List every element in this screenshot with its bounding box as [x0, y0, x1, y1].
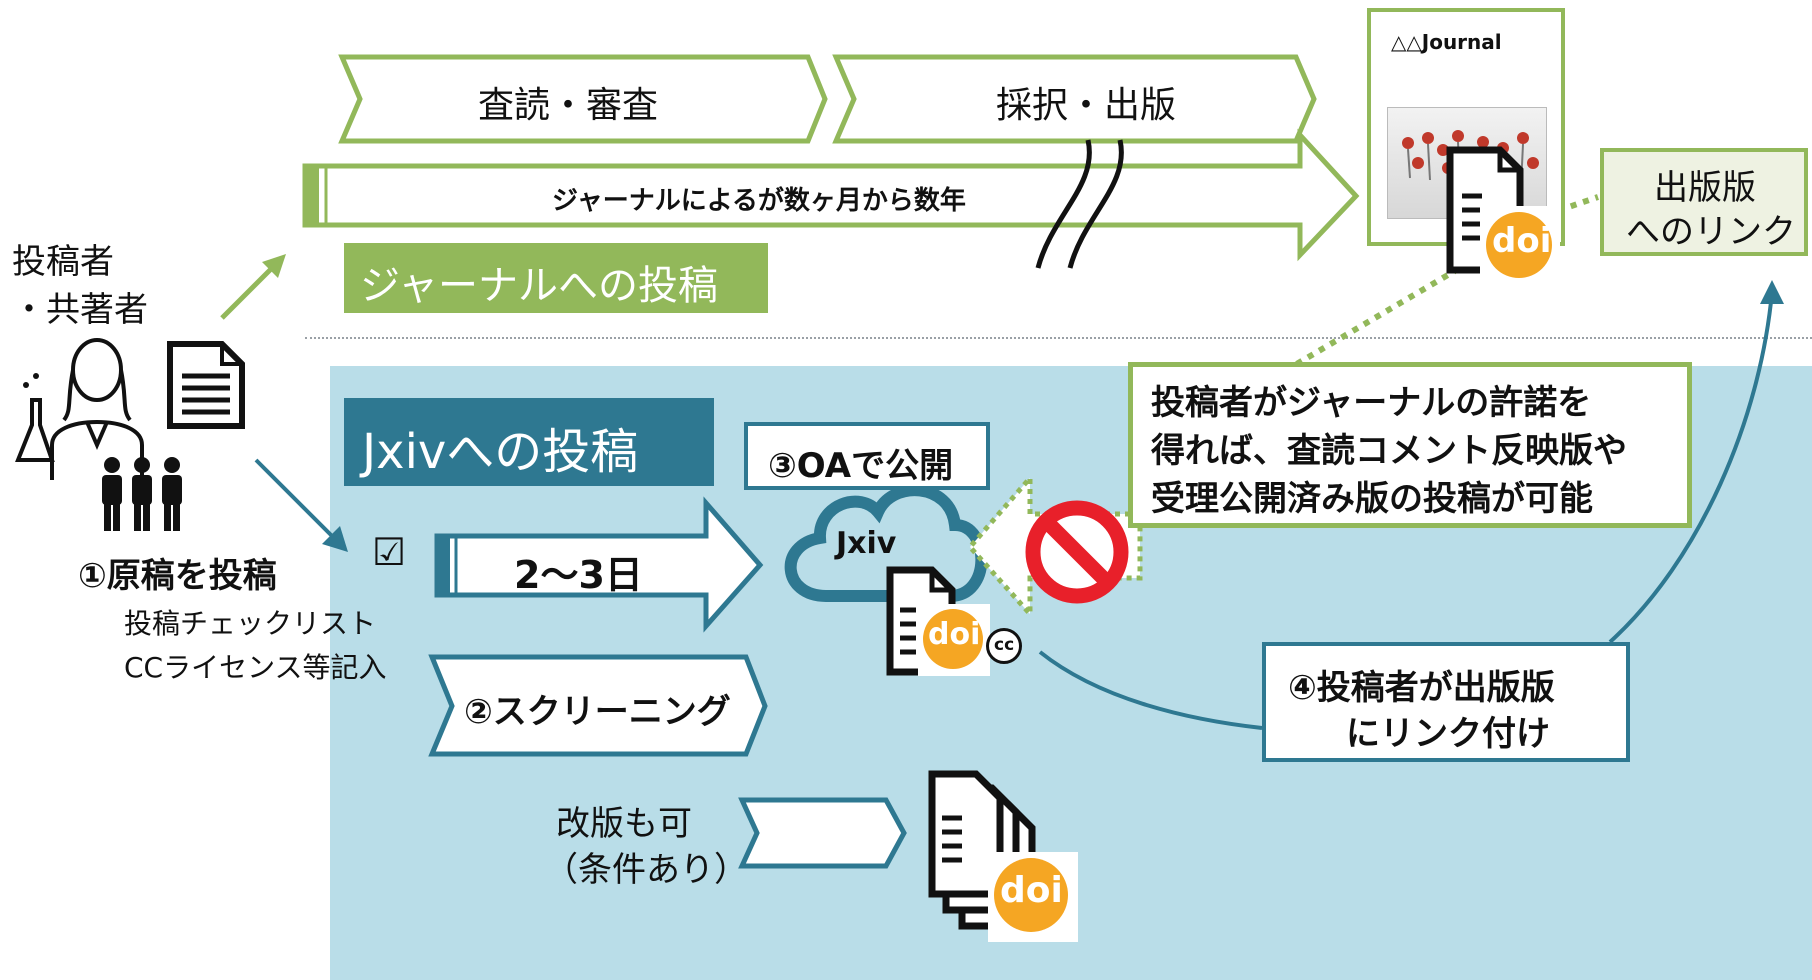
cloud-label: Jxiv [836, 526, 897, 561]
permission-line2: 得れば、査読コメント反映版や [1151, 431, 1627, 471]
jxiv-section-text: Jxivへの投稿 [362, 424, 639, 480]
step4-box: ④投稿者が出版版 にリンク付け [1262, 642, 1630, 762]
journal-section-text: ジャーナルへの投稿 [360, 263, 718, 309]
step4-line2: にリンク付け [1346, 714, 1550, 754]
step3-label: ③OAで公開 [768, 446, 954, 486]
jxiv-section-label: Jxivへの投稿 [344, 398, 714, 486]
step1-title: ①原稿を投稿 [78, 556, 277, 596]
duration-label: 2〜3日 [514, 553, 643, 597]
revision-line1: 改版も可 [556, 804, 692, 844]
step2-label: ②スクリーニング [464, 692, 731, 732]
manuscript-icon [166, 340, 246, 430]
researcher-icon [12, 330, 162, 480]
coauthors-icon [92, 455, 192, 535]
stage-review-chevron [338, 54, 828, 144]
section-divider [305, 337, 1812, 339]
step3-box: ③OAで公開 [744, 422, 990, 490]
checklist-checkbox: ☑ [372, 530, 407, 574]
timeline-label: ジャーナルによるが数ヶ月から数年 [552, 186, 966, 216]
revision-line2: （条件あり） [544, 850, 748, 890]
journal-cover-title: △△Journal [1391, 30, 1502, 54]
published-link-box: 出版版 へのリンク [1600, 148, 1808, 256]
stage-accept-label: 採択・出版 [996, 85, 1177, 126]
published-link-line2: へのリンク [1626, 212, 1796, 252]
jxiv-doi-badge: doi [918, 604, 990, 676]
permission-line1: 投稿者がジャーナルの許諾を [1151, 383, 1592, 423]
stage-review-label: 査読・審査 [478, 85, 659, 126]
prohibited-icon [1025, 500, 1129, 604]
step1-sub2: CCライセンス等記入 [124, 651, 387, 684]
screening-chevron [428, 654, 768, 757]
step1-sub1: 投稿チェックリスト [124, 607, 377, 640]
duration-arrow [434, 496, 764, 633]
journal-section-label: ジャーナルへの投稿 [344, 243, 768, 313]
timeline-arrow [302, 128, 1360, 262]
revision-chevron [738, 797, 907, 869]
step4-line1: ④投稿者が出版版 [1288, 668, 1555, 708]
author-label-line1: 投稿者 [12, 242, 114, 282]
permission-box: 投稿者がジャーナルの許諾を 得れば、査読コメント反映版や 受理公開済み版の投稿が… [1128, 362, 1692, 528]
author-label-line2: ・共著者 [12, 290, 148, 330]
revised-doi-badge: doi [988, 852, 1078, 942]
journal-doi-badge: doi [1480, 206, 1560, 286]
published-link-line1: 出版版 [1654, 168, 1756, 208]
stage-accept-chevron [832, 54, 1317, 144]
cc-license-icon: cc [986, 628, 1022, 664]
permission-line3: 受理公開済み版の投稿が可能 [1151, 479, 1593, 519]
